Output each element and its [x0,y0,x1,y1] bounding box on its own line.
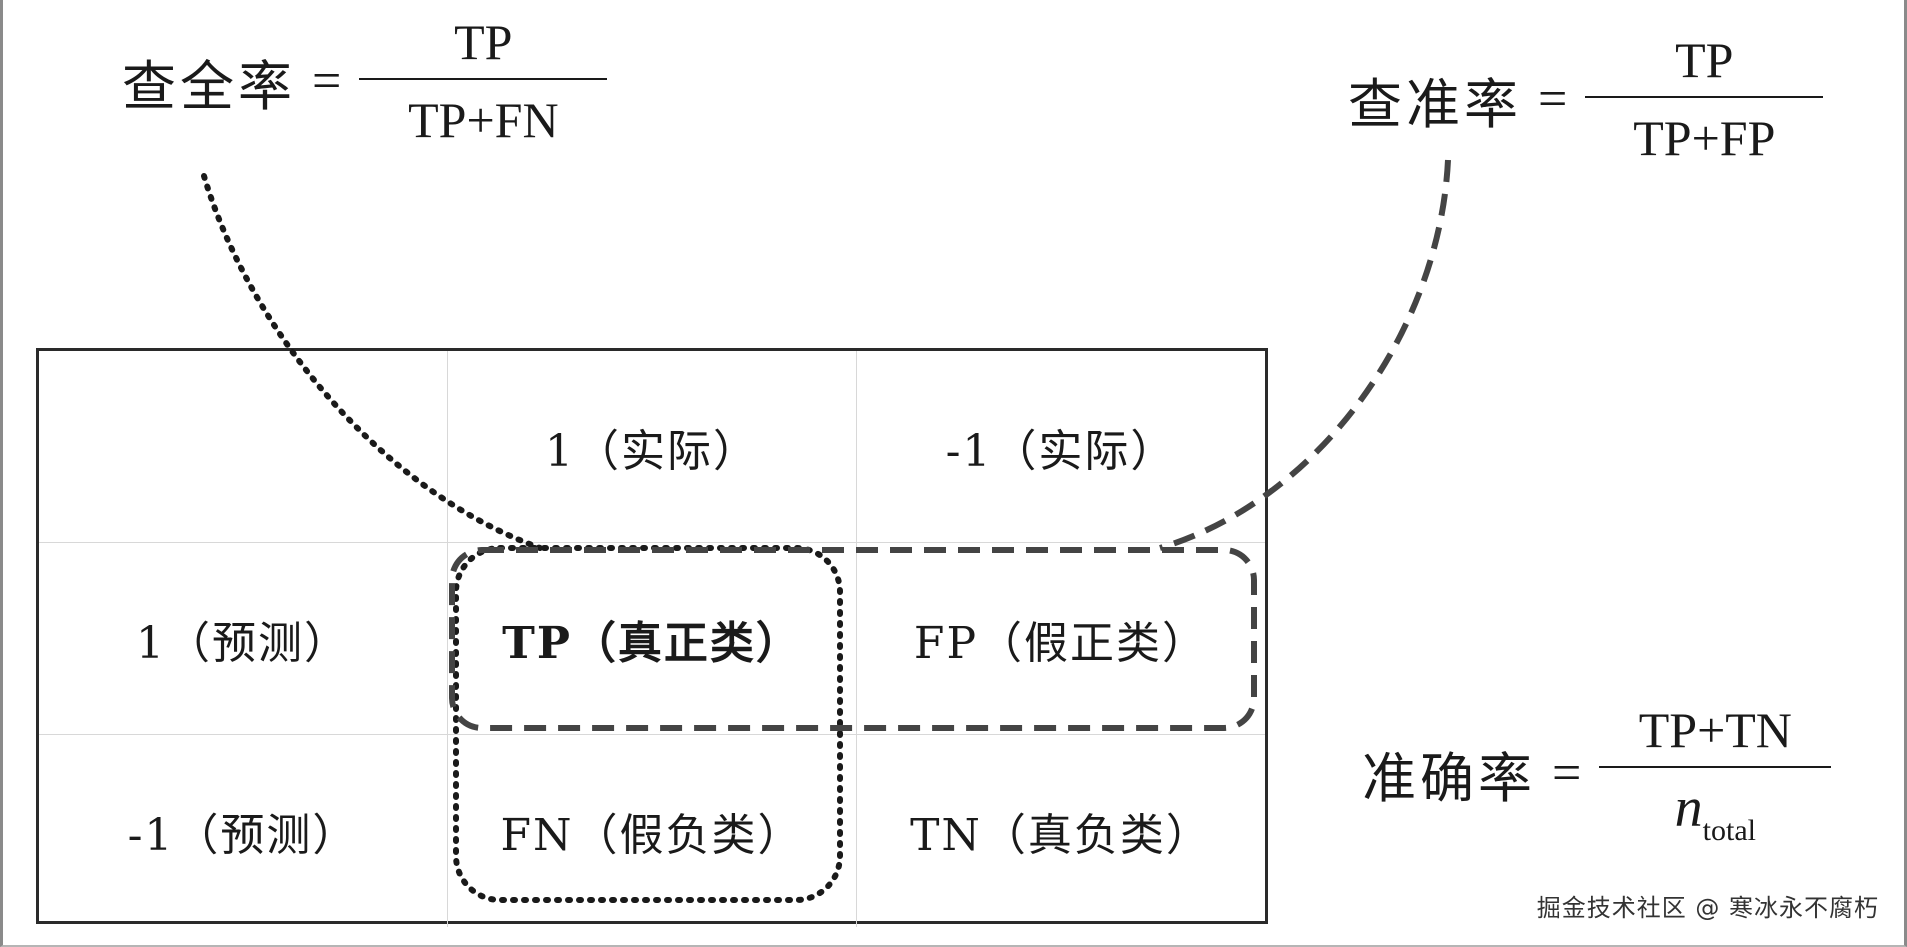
header-actual-negative: -1（实际） [857,351,1265,543]
precision-formula: 查准率 = TP TP+FP [1348,30,1824,168]
accuracy-fraction-bar [1599,766,1832,768]
recall-denominator: TP+FN [408,92,559,148]
precision-denominator: TP+FP [1633,110,1776,166]
recall-fraction-bar [359,78,608,80]
recall-equals: = [312,52,342,110]
header-actual-positive: 1（实际） [448,351,857,543]
matrix-corner-cell [39,351,448,543]
row-label-predicted-positive: 1（预测） [39,543,448,735]
recall-numerator: TP [454,14,513,70]
precision-numerator: TP [1675,32,1734,88]
accuracy-numerator: TP+TN [1638,702,1792,758]
recall-fraction: TP TP+FN [359,12,608,150]
confusion-matrix: 1（实际） -1（实际） 1（预测） TP（真正类） FP（假正类） -1（预测… [36,348,1268,927]
accuracy-fraction: TP+TN ntotal [1599,700,1832,847]
precision-equals: = [1538,70,1568,128]
recall-label: 查全率 [122,54,296,118]
precision-fraction-bar [1585,96,1824,98]
cell-false-negative: FN（假负类） [448,735,857,927]
recall-formula: 查全率 = TP TP+FN [122,12,608,150]
row-label-predicted-negative: -1（预测） [39,735,448,927]
precision-fraction: TP TP+FP [1585,30,1824,168]
accuracy-equals: = [1552,745,1582,802]
watermark: 掘金技术社区 @ 寒冰永不腐朽 [1536,894,1879,922]
cell-false-positive: FP（假正类） [857,543,1265,735]
accuracy-label: 准确率 [1362,747,1536,810]
accuracy-formula: 准确率 = TP+TN ntotal [1362,700,1832,847]
accuracy-denominator-sub: total [1702,814,1756,847]
cell-true-negative: TN（真负类） [910,810,1212,861]
accuracy-denominator: ntotal [1669,778,1762,847]
accuracy-denominator-var: n [1674,777,1703,839]
cell-true-positive: TP（真正类） [448,543,857,735]
precision-label: 查准率 [1348,72,1522,136]
